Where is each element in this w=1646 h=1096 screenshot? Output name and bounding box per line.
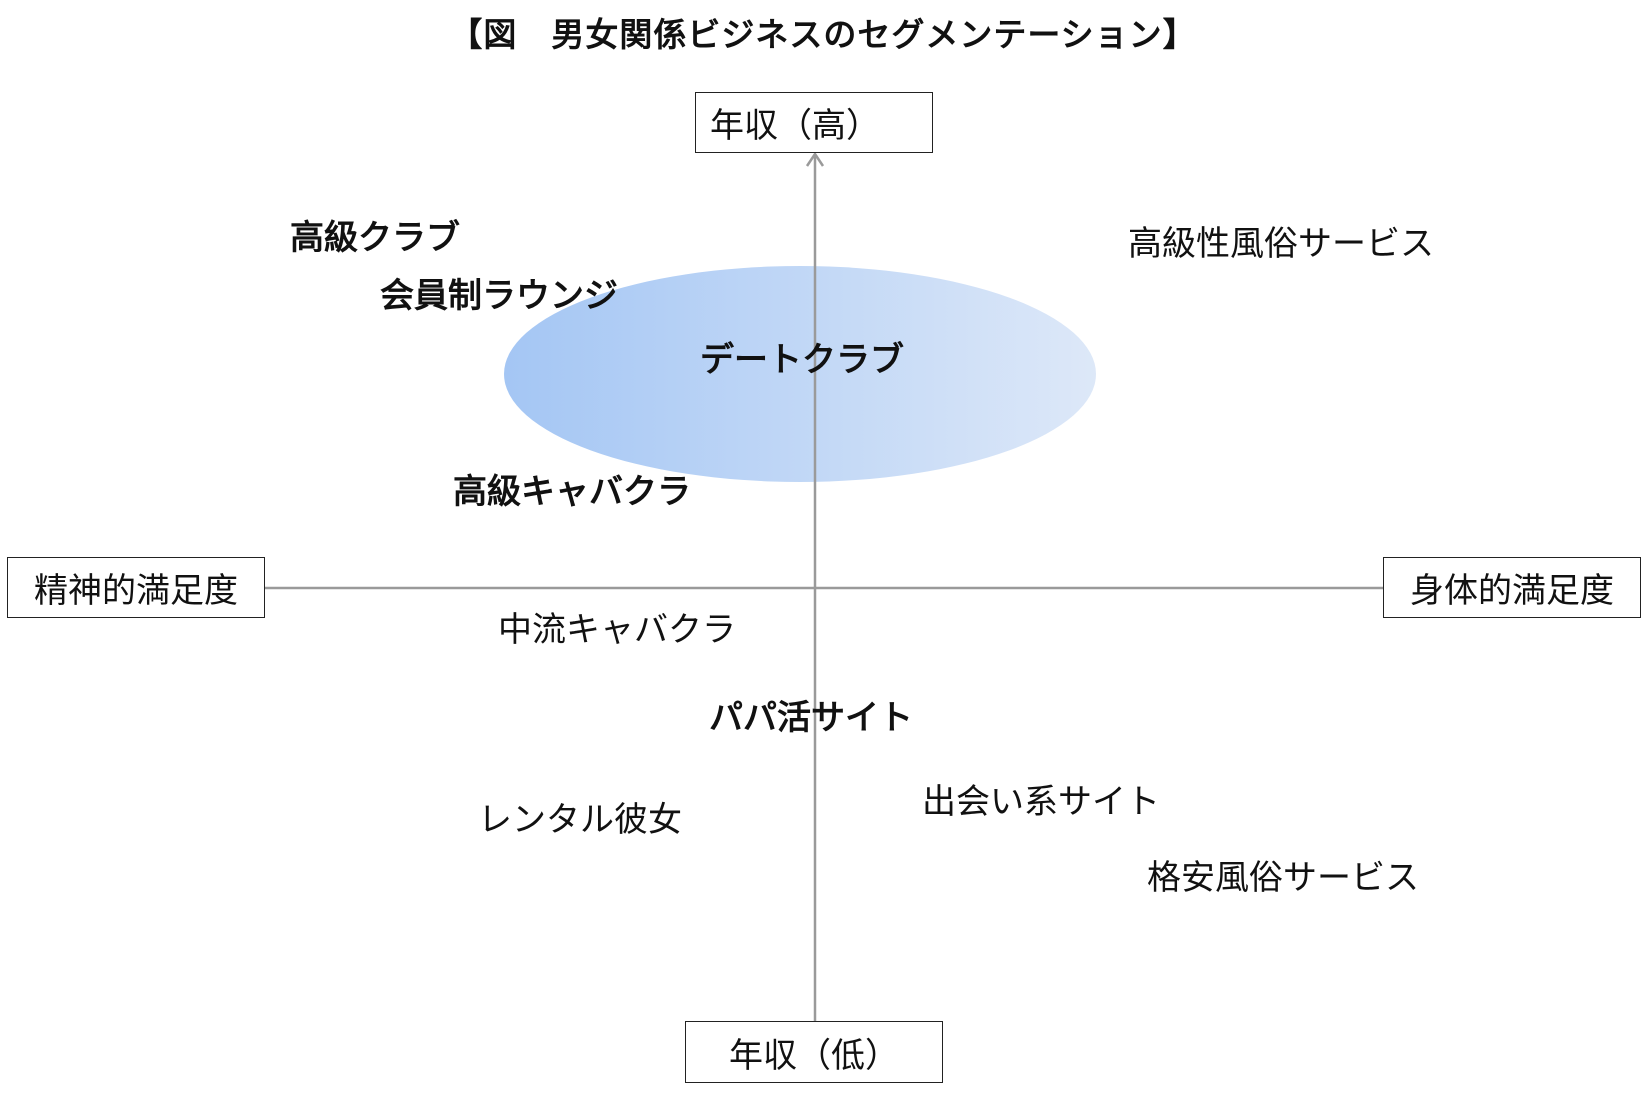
axis-label-mental-satisfaction: 精神的満足度 [7, 557, 265, 618]
label-mid-cabaret: 中流キャバクラ [498, 610, 736, 650]
label-luxury-club: 高級クラブ [290, 218, 460, 258]
axis-label-income-high: 年収（高） [695, 92, 933, 153]
label-luxury-cabaret: 高級キャバクラ [453, 472, 691, 512]
axis-label-physical-satisfaction: 身体的満足度 [1383, 557, 1641, 618]
vertical-axis-arrowhead [805, 151, 825, 167]
diagram-title: 【図 男女関係ビジネスのセグメンテーション】 [449, 15, 1197, 54]
date-club-highlight-ellipse [504, 266, 1096, 482]
label-papakatsu-site: パパ活サイト [709, 698, 913, 738]
label-dating-site: 出会い系サイト [922, 782, 1160, 822]
label-date-club: デートクラブ [700, 340, 904, 380]
label-luxury-fuzoku: 高級性風俗サービス [1128, 224, 1434, 264]
axis-label-income-low: 年収（低） [685, 1021, 943, 1083]
label-cheap-fuzoku: 格安風俗サービス [1147, 858, 1419, 898]
label-rental-girlfriend: レンタル彼女 [478, 800, 682, 840]
label-member-lounge: 会員制ラウンジ [380, 276, 618, 316]
